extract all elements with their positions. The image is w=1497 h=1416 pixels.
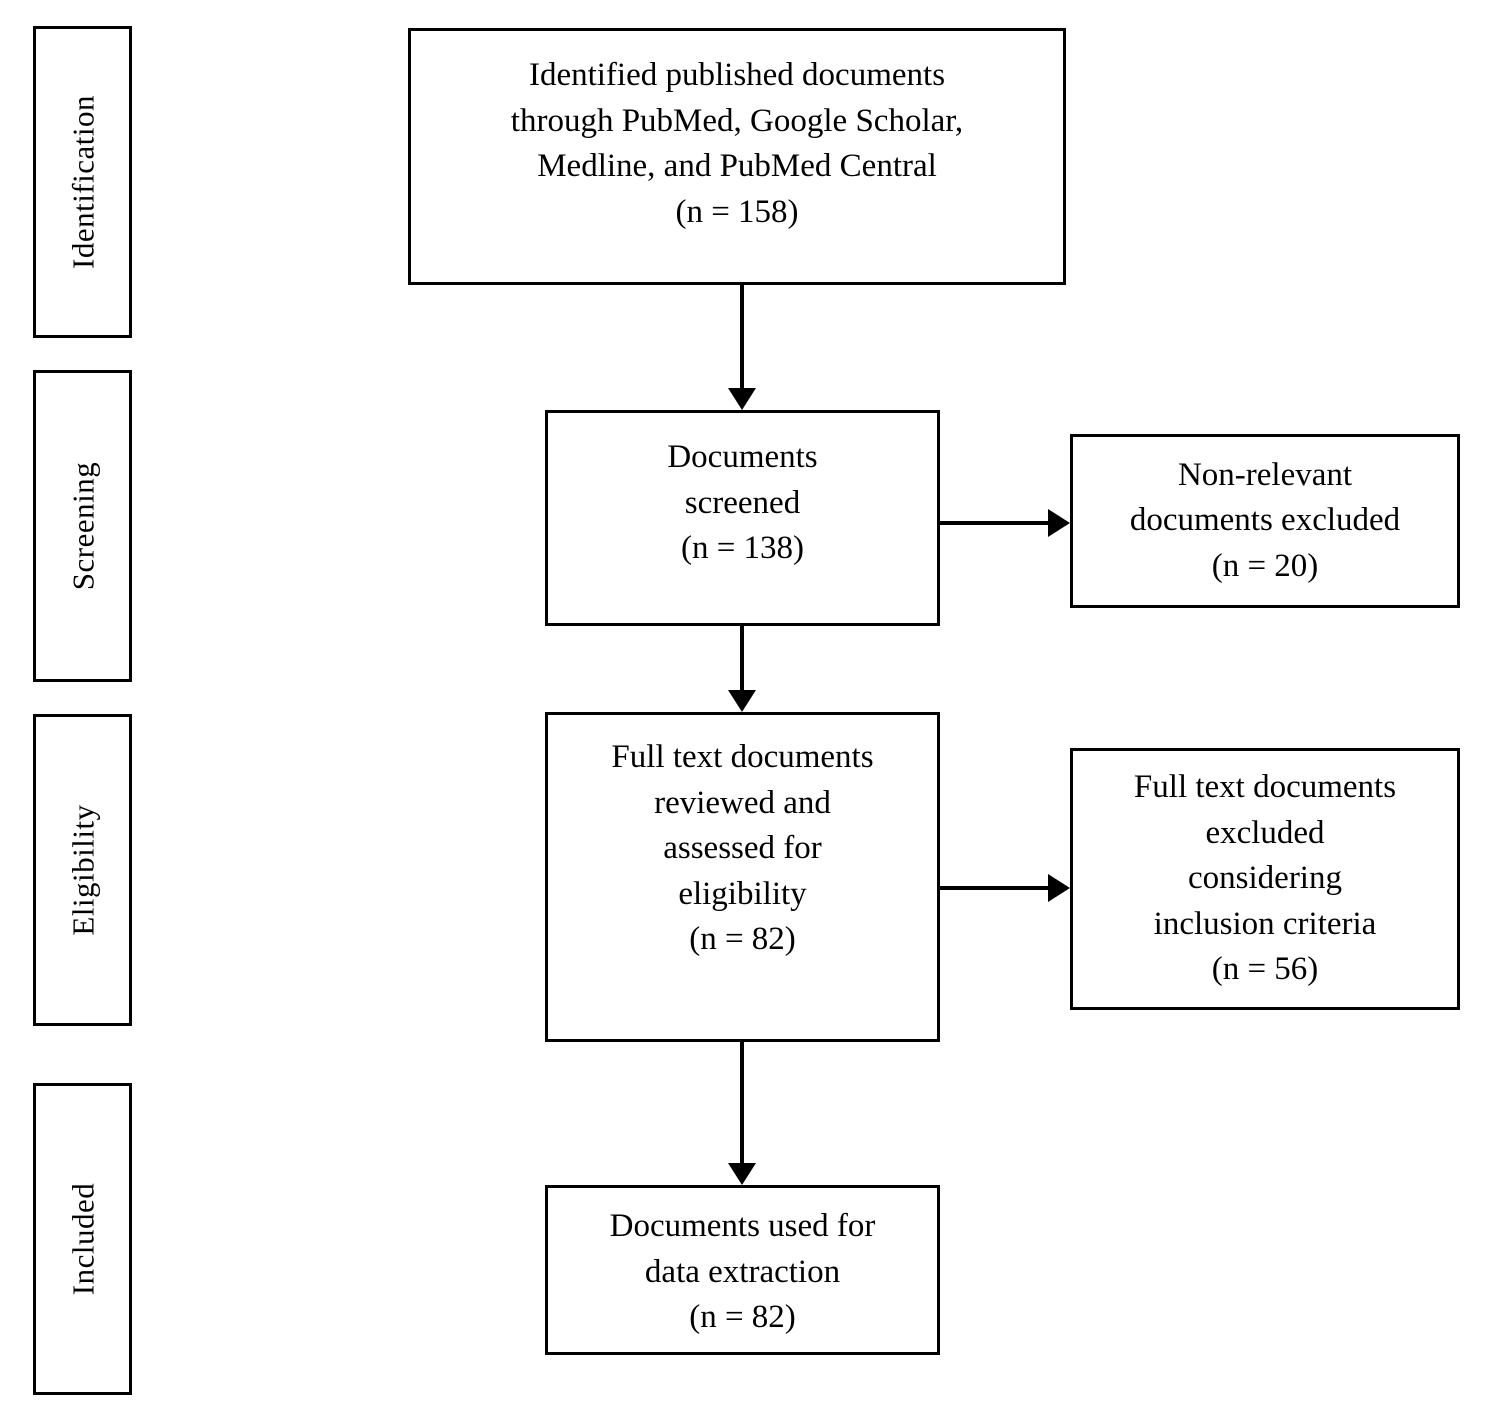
box-documents-screened: Documents screened (n = 138) xyxy=(545,410,940,626)
box-extraction-line-2: data extraction xyxy=(644,1253,841,1290)
arrowhead-identified-to-screened xyxy=(728,388,756,410)
arrowhead-fulltext-to-excluded xyxy=(1048,874,1070,902)
box-extraction-line-1: Documents used for xyxy=(609,1208,876,1244)
box-fulltext-line-3: assessed for xyxy=(663,830,822,867)
box-fulltext-excluded-line-2: excluded xyxy=(1205,814,1325,851)
stage-box-screening: Screening xyxy=(33,370,132,682)
box-screened-line-1: Documents xyxy=(667,439,818,475)
stage-label-identification: Identification xyxy=(65,95,100,269)
box-identified-documents: Identified published documents through P… xyxy=(408,28,1066,285)
box-fulltext-excluded-line-4: inclusion criteria xyxy=(1153,905,1377,942)
box-full-text-reviewed: Full text documents reviewed and assesse… xyxy=(545,712,940,1042)
box-fulltext-line-4: eligibility xyxy=(678,875,807,912)
box-screened-count: (n = 138) xyxy=(680,530,805,567)
box-fulltext-excluded-count: (n = 56) xyxy=(1211,951,1319,988)
box-non-relevant-count: (n = 20) xyxy=(1211,547,1319,584)
connector-identified-to-screened xyxy=(740,285,744,390)
box-identified-count: (n = 158) xyxy=(675,193,799,230)
stage-box-eligibility: Eligibility xyxy=(33,714,132,1026)
connector-screened-to-fulltext xyxy=(740,626,744,692)
stage-box-included: Included xyxy=(33,1083,132,1395)
box-non-relevant-excluded: Non-relevant documents excluded (n = 20) xyxy=(1070,434,1460,608)
box-screened-line-2: screened xyxy=(684,484,801,521)
box-data-extraction: Documents used for data extraction (n = … xyxy=(545,1185,940,1355)
box-fulltext-line-2: reviewed and xyxy=(654,784,831,821)
connector-fulltext-to-excluded xyxy=(940,886,1050,890)
arrowhead-fulltext-to-extraction xyxy=(728,1163,756,1185)
box-non-relevant-line-1: Non-relevant xyxy=(1177,456,1353,493)
box-fulltext-count: (n = 82) xyxy=(689,921,796,958)
stage-label-eligibility: Eligibility xyxy=(65,804,100,936)
box-full-text-excluded: Full text documents excluded considering… xyxy=(1070,748,1460,1010)
box-identified-line-1: Identified published documents xyxy=(528,57,946,93)
box-fulltext-line-1: Full text documents xyxy=(611,739,874,775)
box-fulltext-excluded-line-3: considering xyxy=(1188,860,1342,897)
connector-screened-to-excluded xyxy=(940,521,1050,525)
connector-fulltext-to-extraction xyxy=(740,1042,744,1166)
box-fulltext-excluded-line-1: Full text documents xyxy=(1133,769,1397,806)
box-identified-line-3: Medline, and PubMed Central xyxy=(537,148,937,185)
stage-box-identification: Identification xyxy=(33,26,132,338)
box-non-relevant-line-2: documents excluded xyxy=(1129,502,1401,539)
arrowhead-screened-to-fulltext xyxy=(728,690,756,712)
box-identified-line-2: through PubMed, Google Scholar, xyxy=(510,102,964,139)
arrowhead-screened-to-excluded xyxy=(1048,509,1070,537)
stage-label-screening: Screening xyxy=(65,461,100,591)
box-extraction-count: (n = 82) xyxy=(689,1299,796,1336)
stage-label-included: Included xyxy=(65,1182,100,1296)
